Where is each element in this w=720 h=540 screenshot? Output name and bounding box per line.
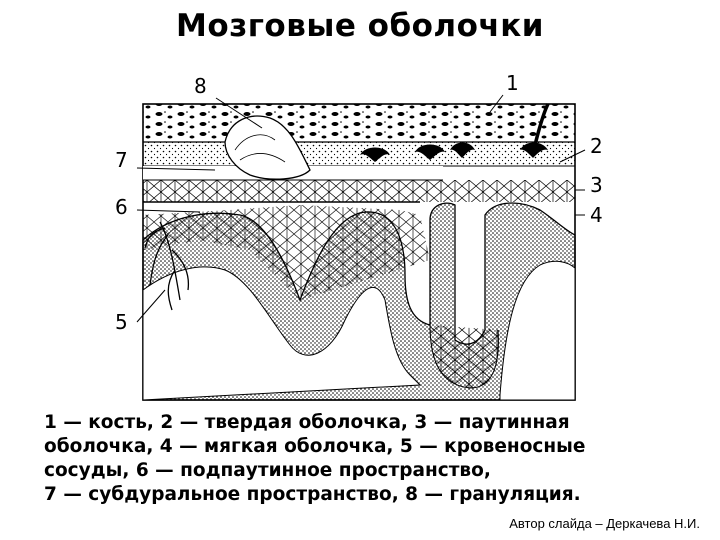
label-6: 6 <box>115 195 128 219</box>
page-title: Мозговые оболочки <box>176 8 544 44</box>
white-matter-left <box>142 266 422 401</box>
arachnoid-layer <box>143 180 575 202</box>
legend-caption: 1 — кость, 2 — твердая оболочка, 3 — пау… <box>44 411 704 507</box>
dura-mater-layer <box>143 142 575 166</box>
caption-line: 1 — кость, 2 — твердая оболочка, 3 — пау… <box>44 412 570 433</box>
caption-line: 7 — субдуральное пространство, 8 — грану… <box>44 484 581 505</box>
label-1: 1 <box>506 71 519 95</box>
label-5: 5 <box>115 310 128 334</box>
label-7: 7 <box>115 148 128 172</box>
label-4: 4 <box>590 203 603 227</box>
leader-lines <box>136 94 586 323</box>
caption-line: сосуды, 6 — подпаутинное пространство, <box>44 460 491 481</box>
meninges-diagram: 8 1 2 3 4 7 6 5 <box>115 71 603 401</box>
label-8: 8 <box>194 74 207 98</box>
author-credit: Автор слайда – Деркачева Н.И. <box>509 516 700 531</box>
label-3: 3 <box>590 173 603 197</box>
label-2: 2 <box>590 134 603 158</box>
dural-vessels <box>360 142 548 162</box>
bone-layer <box>143 104 575 142</box>
caption-line: оболочка, 4 — мягкая оболочка, 5 — крове… <box>44 436 586 457</box>
white-matter-right <box>499 260 576 401</box>
sulcus-pocket <box>429 324 499 389</box>
blood-vessels <box>144 221 190 311</box>
arachnoid-granulation <box>224 115 311 180</box>
